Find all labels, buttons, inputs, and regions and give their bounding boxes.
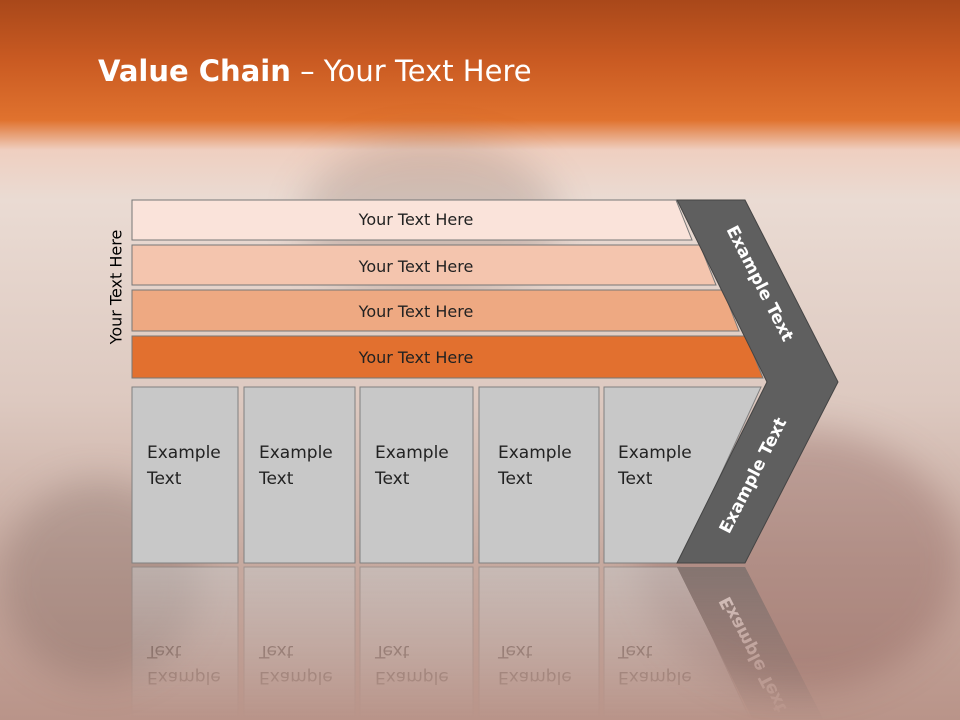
bar-4-label: Your Text Here	[358, 348, 474, 367]
box-5-line1: Example	[618, 443, 692, 463]
box-1	[131, 386, 239, 564]
box-5-line2: Text	[617, 469, 653, 489]
bar-1	[131, 199, 693, 241]
bar-1-label: Your Text Here	[358, 210, 474, 229]
svg-text:Example: Example	[375, 667, 449, 687]
box-4-line1: Example	[498, 443, 572, 463]
title-rest: – Your Text Here	[290, 54, 532, 88]
svg-text:Example: Example	[147, 667, 221, 687]
bar-2-label: Your Text Here	[358, 257, 474, 276]
box-4	[478, 386, 600, 564]
value-chain-chevron	[676, 199, 839, 564]
svg-text:Example: Example	[259, 667, 333, 687]
bar-4	[131, 335, 764, 379]
svg-text:Text: Text	[146, 641, 182, 661]
diagram-reflection: Example Text Example Text Example Text E…	[131, 566, 824, 720]
box-3-line2: Text	[374, 469, 410, 489]
bar-3-label: Your Text Here	[358, 302, 474, 321]
title-bold: Value Chain	[98, 54, 291, 88]
box-2-line1: Example	[259, 443, 333, 463]
box-3	[359, 386, 474, 564]
bar-3	[131, 289, 740, 332]
svg-text:Example: Example	[618, 667, 692, 687]
bar-2	[131, 244, 717, 286]
svg-text:Text: Text	[497, 641, 533, 661]
box-1-line2: Text	[146, 469, 182, 489]
box-2-line2: Text	[258, 469, 294, 489]
svg-text:Text: Text	[374, 641, 410, 661]
svg-text:Text: Text	[617, 641, 653, 661]
box-1-line1: Example	[147, 443, 221, 463]
box-2	[243, 386, 356, 564]
svg-text:Text: Text	[258, 641, 294, 661]
box-3-line1: Example	[375, 443, 449, 463]
slide-title: Value Chain – Your Text Here	[98, 54, 532, 88]
box-4-line2: Text	[497, 469, 533, 489]
svg-text:Example: Example	[498, 667, 572, 687]
